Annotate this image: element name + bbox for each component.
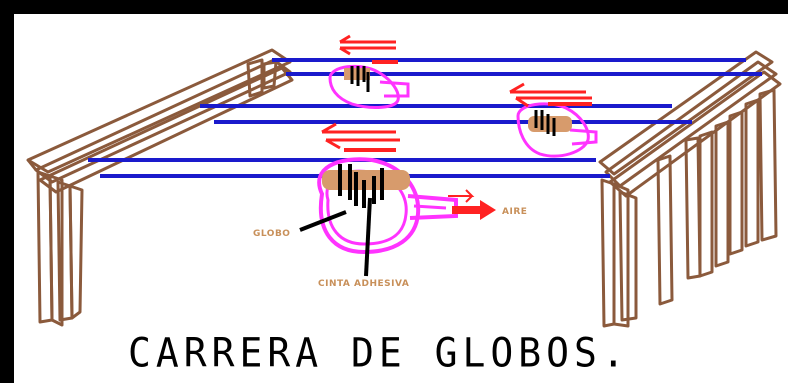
right-bench — [598, 50, 782, 328]
label-aire: AIRE — [502, 207, 528, 217]
cinta-pointer — [364, 197, 372, 277]
label-cinta-adhesiva: CINTA ADHESIVA — [318, 279, 410, 289]
balloon-back — [328, 34, 410, 109]
balloon-middle — [509, 82, 598, 158]
globo-pointer — [299, 210, 347, 232]
label-globo: GLOBO — [253, 229, 291, 239]
diagram-title: CARRERA DE GLOBOS. — [128, 329, 630, 377]
balloon-front — [317, 122, 496, 255]
